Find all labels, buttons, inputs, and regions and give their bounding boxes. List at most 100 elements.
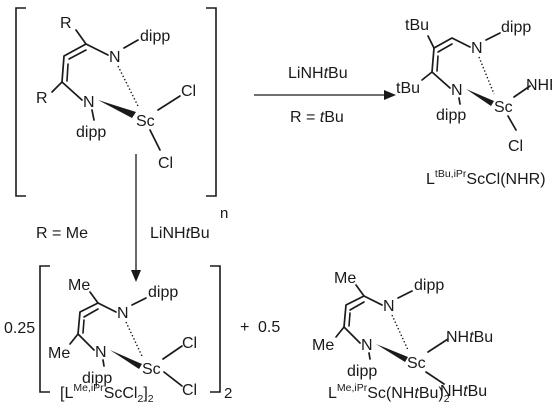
- sc-cl-bond-1: [162, 345, 183, 360]
- atom-n-bottom: N: [83, 94, 95, 111]
- n-sc-wedge: [110, 350, 142, 369]
- r-bond-top: [75, 29, 87, 45]
- product-top-label: LtBu,iPrScCl(NHR): [426, 168, 546, 188]
- bracket-left: [15, 7, 26, 197]
- dipp-top: dipp: [501, 19, 531, 36]
- arrow-down: R = Me LiNHtBu: [36, 154, 210, 282]
- sc-cl-bond-2: [149, 129, 161, 151]
- tbu-bond-top: [427, 35, 435, 49]
- n-dipp-top-bond: [485, 32, 501, 41]
- sc-nh-bond-2: [425, 371, 445, 385]
- dipp-bottom: dipp: [436, 107, 466, 124]
- dipp-bottom: dipp: [347, 363, 377, 380]
- atom-cl-2: Cl: [182, 382, 197, 399]
- n-dipp-bottom-bond: [458, 97, 461, 105]
- dipp-bottom: dipp: [82, 370, 112, 387]
- me-bond-top: [355, 284, 365, 297]
- n-sc-dative: [478, 56, 495, 95]
- atom-cl: Cl: [508, 138, 523, 155]
- atom-n-bottom: N: [451, 82, 463, 99]
- n-dipp-bottom-bond: [102, 359, 105, 367]
- n-dipp-top-bond: [123, 39, 139, 49]
- substituent-nhtbu-1: NHtBu: [446, 329, 493, 346]
- atom-n-top: N: [471, 40, 483, 57]
- atom-sc: Sc: [136, 113, 155, 130]
- substituent-r-top: R: [60, 15, 72, 32]
- bracket-left: [39, 265, 50, 393]
- substituent-nhr-prime: NHR': [526, 77, 552, 94]
- coefficient-left: 0.25: [4, 320, 35, 337]
- bracket-subscript-n: n: [220, 205, 228, 222]
- n-dipp-bottom-bond: [91, 109, 95, 121]
- dipp-top: dipp: [414, 277, 444, 294]
- tbu-bond-bottom: [421, 71, 433, 81]
- atom-n-top: N: [109, 49, 121, 66]
- atom-sc: Sc: [407, 355, 426, 372]
- backbone-double-1: [68, 49, 87, 60]
- product-bottom-right: Me Me N N dipp dipp Sc NHtBu NHtBu: [312, 270, 493, 400]
- product-bottom-right-label: LMe,iPrSc(NHtBu)2: [328, 382, 450, 404]
- plus-sign: +: [240, 319, 249, 336]
- dipp-top: dipp: [140, 28, 170, 45]
- backbone-double-2: [348, 312, 351, 327]
- sc-cl-bond-1: [157, 95, 181, 111]
- atom-cl-2: Cl: [158, 155, 173, 172]
- substituent-r-bottom: R: [36, 90, 48, 107]
- me-bond-bottom: [69, 333, 79, 345]
- sc-cl-bond-2: [163, 371, 183, 387]
- arrow-top-reagent: LiNHtBu: [288, 65, 348, 82]
- product-bottom-left-label: [LMe,iPrScCl2]2: [60, 382, 154, 404]
- arrow-top-head: [384, 90, 396, 100]
- backbone-double-2: [436, 55, 439, 72]
- atom-sc: Sc: [142, 361, 161, 378]
- arrow-down-reagent: LiNHtBu: [150, 225, 210, 242]
- backbone-double-2: [66, 63, 69, 82]
- substituent-me-bottom: Me: [312, 337, 334, 354]
- substituent-me-bottom: Me: [48, 345, 70, 362]
- arrow-top: LiNHtBu R = tBu: [254, 65, 396, 126]
- backbone-double-1: [349, 301, 365, 311]
- backbone-double-1: [83, 308, 99, 318]
- sc-nhr-bond: [513, 85, 531, 98]
- substituent-nhtbu-2: NHtBu: [440, 383, 487, 400]
- r-bond-bottom: [51, 81, 63, 93]
- n-dipp-top-bond: [397, 290, 413, 299]
- atom-n-top: N: [383, 298, 395, 315]
- atom-n-bottom: N: [361, 337, 373, 354]
- n-sc-wedge: [376, 344, 408, 362]
- n-dipp-bottom-bond: [368, 352, 371, 360]
- backbone: [61, 43, 109, 101]
- substituent-me-top: Me: [68, 277, 90, 294]
- atom-sc: Sc: [494, 99, 513, 116]
- product-bottom-left: 0.25 2 Me Me N N dipp dipp Sc Cl Cl: [4, 265, 232, 402]
- dipp-bottom: dipp: [76, 124, 106, 141]
- me-bond-bottom: [335, 326, 345, 338]
- backbone-double-2: [82, 319, 85, 334]
- backbone: [77, 302, 117, 351]
- atom-cl-1: Cl: [181, 83, 196, 100]
- substituent-me-top: Me: [334, 270, 356, 287]
- dipp-top: dipp: [148, 284, 178, 301]
- n-sc-wedge: [466, 89, 494, 106]
- atom-n-bottom: N: [95, 344, 107, 361]
- n-sc-dative: [391, 314, 409, 351]
- atom-n-top: N: [117, 305, 129, 322]
- arrow-down-head: [131, 270, 141, 282]
- bracket-right: [206, 7, 217, 197]
- backbone-double-1: [437, 43, 453, 53]
- n-sc-dative: [117, 65, 139, 107]
- product-top: tBu tBu N N dipp dipp Sc NHR' Cl LtBu,iP…: [396, 17, 552, 188]
- bracket-subscript-2: 2: [224, 385, 232, 402]
- n-sc-wedge: [98, 100, 136, 118]
- me-bond-top: [89, 291, 99, 304]
- arrow-down-condition: R = Me: [36, 225, 88, 242]
- n-dipp-top-bond: [131, 297, 147, 306]
- backbone: [343, 295, 383, 344]
- starting-complex: n R R N N dipp dipp Sc Cl Cl: [15, 7, 228, 222]
- substituent-tbu-top: tBu: [405, 17, 429, 34]
- bracket-right: [210, 265, 221, 393]
- atom-cl-1: Cl: [182, 335, 197, 352]
- substituent-tbu-bottom: tBu: [396, 80, 420, 97]
- arrow-top-condition: R = tBu: [290, 109, 344, 126]
